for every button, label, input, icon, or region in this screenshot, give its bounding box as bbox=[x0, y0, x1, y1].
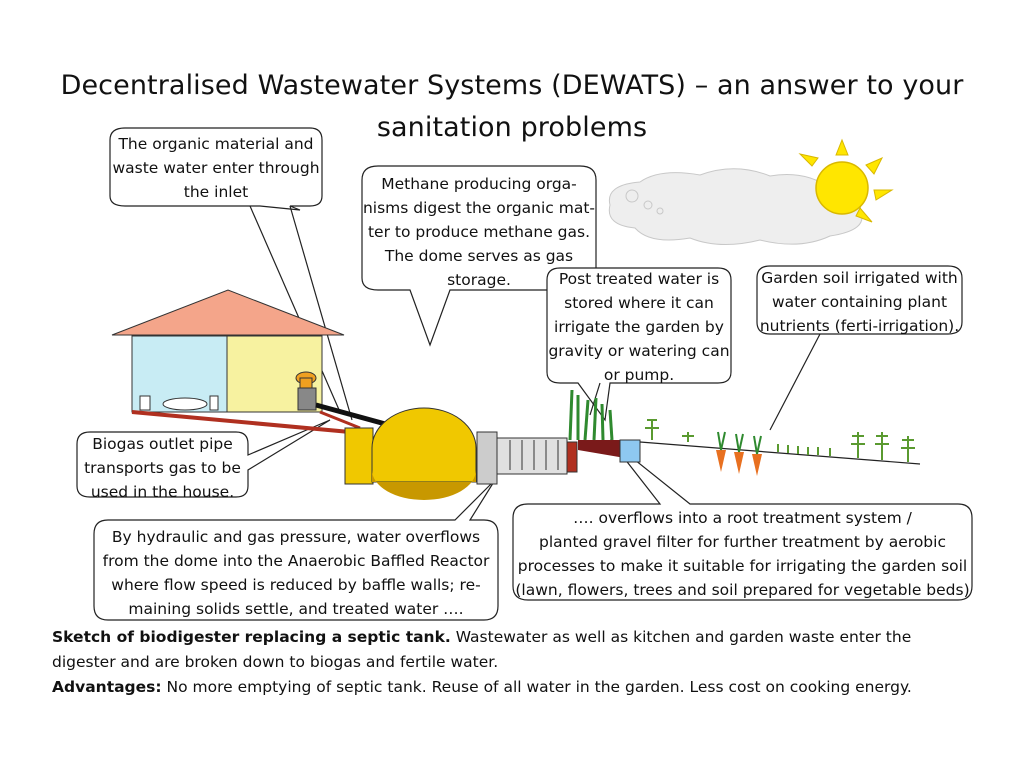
bubble-biogas-outlet-text: Biogas outlet pipe transports gas to be … bbox=[84, 435, 241, 501]
bubble-garden-soil-text: Garden soil irrigated with water contain… bbox=[759, 269, 960, 335]
page-title: Decentralised Wastewater Systems (DEWATS… bbox=[60, 70, 964, 101]
bubble-hydraulic-text: By hydraulic and gas pressure, water ove… bbox=[102, 528, 490, 618]
cloud-icon bbox=[608, 168, 863, 246]
caption-advantages-label: Advantages: bbox=[52, 678, 162, 696]
caption-sketch-text: Wastewater as well as kitchen and garden… bbox=[450, 628, 912, 646]
bubble-methane-shape bbox=[361, 165, 597, 347]
house-icon bbox=[111, 289, 345, 413]
digester-icon bbox=[344, 407, 477, 500]
bubble-garden-shape bbox=[756, 265, 963, 335]
caption-advantages-text: No more emptying of septic tank. Reuse o… bbox=[161, 678, 912, 696]
bubble-methane-text: Methane producing orga- nisms digest the… bbox=[362, 175, 596, 289]
caption-sketch-line2: digester and are broken down to biogas a… bbox=[52, 653, 499, 671]
baffled-reactor-icon bbox=[476, 431, 578, 485]
caption-advantages: Advantages: No more emptying of septic t… bbox=[52, 675, 912, 700]
bubble-root-shape bbox=[512, 439, 973, 601]
gravel-filter-icon bbox=[568, 389, 641, 463]
caption-sketch: Sketch of biodigester replacing a septic… bbox=[52, 625, 911, 650]
page-title-line2: sanitation problems bbox=[376, 112, 648, 143]
bubble-inlet-shape bbox=[109, 127, 323, 211]
caption-sketch-label: Sketch of biodigester replacing a septic… bbox=[52, 628, 451, 646]
bubble-hydraulic-shape bbox=[93, 479, 499, 621]
bubble-biogas-shape bbox=[76, 419, 331, 498]
bubble-post-treated-text: Post treated water is stored where it ca… bbox=[548, 270, 730, 384]
sun-icon bbox=[798, 138, 894, 223]
bubble-inlet-text: The organic material and waste water ent… bbox=[112, 135, 320, 201]
garden-plants-icon bbox=[645, 419, 915, 462]
bubble-post-treated-shape bbox=[546, 267, 732, 422]
bubble-root-treatment-text: …. overflows into a root treatment syste… bbox=[515, 509, 970, 599]
carrot-icon bbox=[716, 431, 762, 476]
